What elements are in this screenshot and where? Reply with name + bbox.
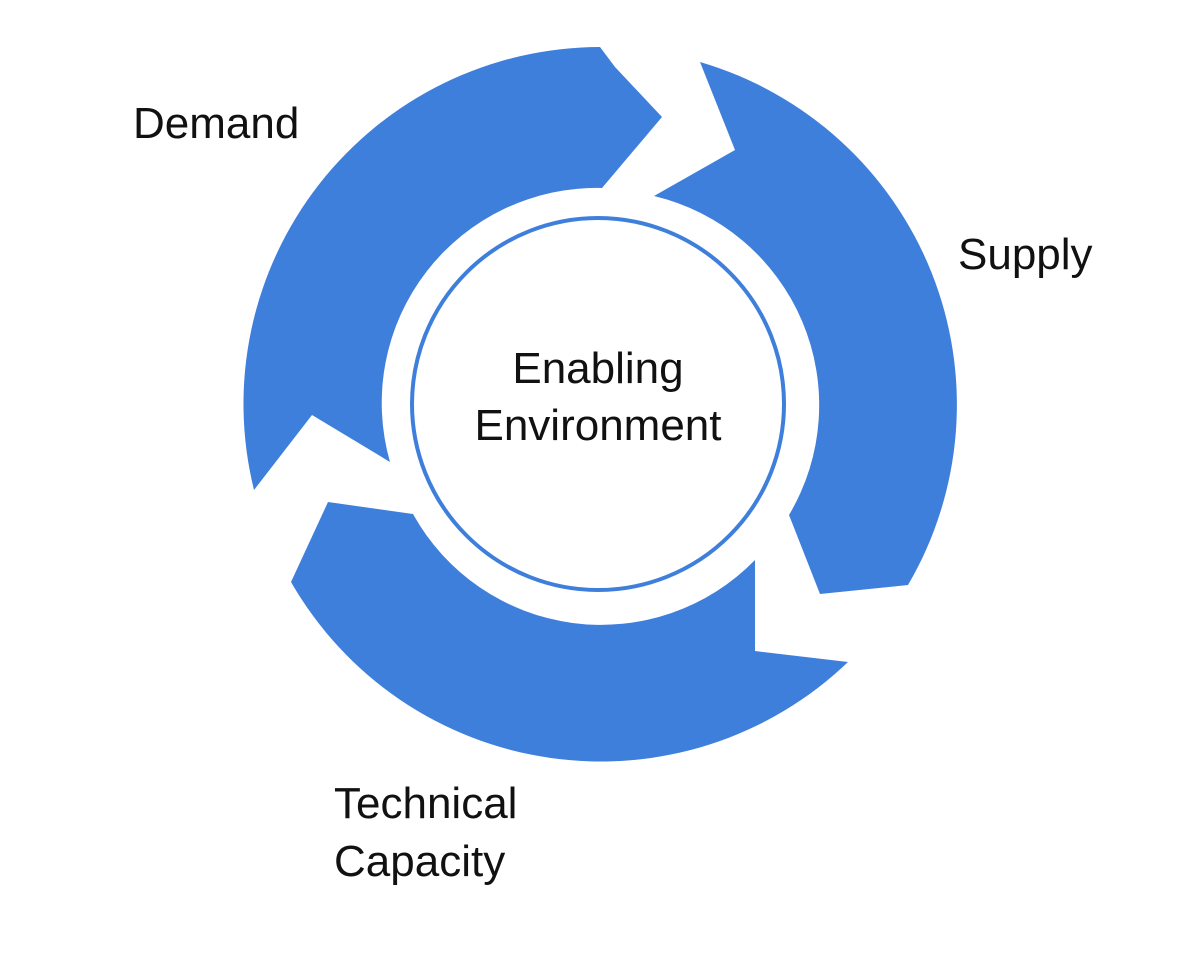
technical-capacity-arrow-segment	[291, 502, 848, 762]
demand-arrow-segment	[243, 47, 662, 490]
center-circle	[410, 216, 786, 592]
supply-label: Supply	[958, 230, 1093, 279]
center-label-line1: Enabling	[512, 344, 683, 393]
technical-capacity-label-line2: Capacity	[334, 837, 505, 886]
demand-label: Demand	[133, 99, 299, 148]
technical-capacity-label-line1: Technical	[334, 779, 517, 828]
supply-arrow-segment	[654, 62, 957, 594]
center-label-line2: Environment	[474, 401, 721, 450]
